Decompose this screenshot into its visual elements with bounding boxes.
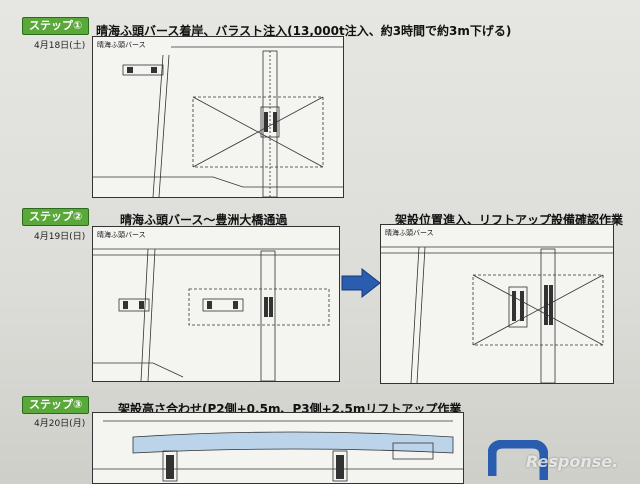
next-step-arrow: [341, 268, 381, 298]
step2-title-right: 架設位置進入、リフトアップ設備確認作業: [395, 213, 624, 227]
response-watermark: Response.: [526, 452, 619, 471]
step1-diagram-label: 晴海ふ頭バース: [97, 41, 146, 49]
step3-drawing: [93, 420, 463, 482]
step1-title: 晴海ふ頭バース着岸、バラスト注入(13,000t注入、約3時間で約3m下げる): [96, 24, 512, 38]
step2-date: 4月19日(日): [34, 232, 86, 242]
step2-badge: ステップ②: [22, 208, 90, 226]
step1-date: 4月18日(土): [34, 41, 86, 51]
step2-diagram-left: 晴海ふ頭バース: [92, 226, 340, 382]
step3-diagram: [92, 412, 464, 484]
step3-curved-arrow: [488, 440, 548, 480]
step3-badge: ステップ③: [22, 396, 90, 414]
step2-diagram-left-label: 晴海ふ頭バース: [97, 231, 146, 239]
step1-badge: ステップ①: [22, 17, 90, 35]
step2-diagram-right: 晴海ふ頭バース: [380, 224, 614, 384]
step3-date: 4月20日(月): [34, 419, 86, 429]
step1-drawing: [93, 46, 343, 197]
step2-left-drawing: [93, 248, 339, 381]
step2-title-left: 晴海ふ頭バース〜豊洲大橋通過: [120, 213, 288, 227]
step1-diagram: 晴海ふ頭バース: [92, 36, 344, 198]
step2-right-drawing: [381, 246, 613, 383]
step2-diagram-right-label: 晴海ふ頭バース: [385, 229, 434, 237]
